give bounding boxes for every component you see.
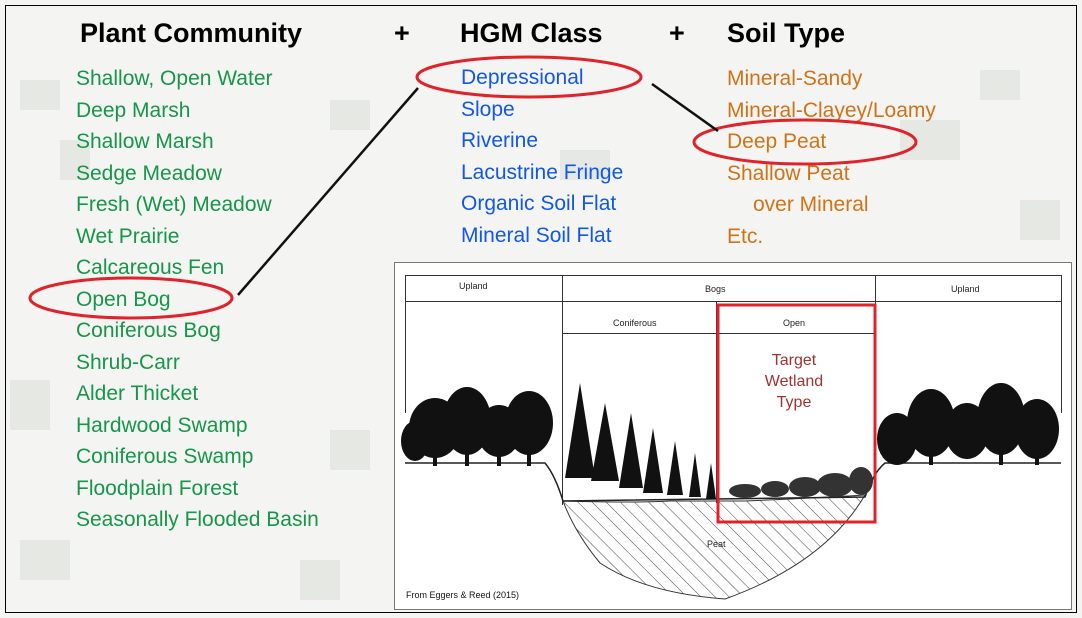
plus-sign: + (669, 18, 685, 48)
coniferous-label: Coniferous (613, 318, 657, 328)
list-item-highlighted: Deep Peat (727, 130, 827, 153)
connector-line (237, 87, 419, 296)
list-item: Slope (461, 97, 515, 121)
list-item: Shallow Marsh (76, 130, 214, 153)
target-label-line: Target (771, 352, 817, 369)
list-item-highlighted: Open Bog (76, 287, 171, 311)
shrub-cluster (729, 467, 873, 498)
upland-right-label: Upland (951, 284, 980, 294)
conifer-cluster (565, 383, 716, 499)
plus-sign: + (394, 18, 410, 48)
list-item: Sedge Meadow (76, 161, 222, 185)
plant-community-list: Shallow, Open Water Deep Marsh Shallow M… (76, 63, 319, 536)
target-highlight-box (716, 303, 877, 524)
bogs-label: Bogs (705, 284, 726, 294)
target-wetland-label: Target Wetland Type (736, 350, 852, 413)
list-item: Mineral Soil Flat (461, 223, 612, 247)
list-item: Deep Marsh (76, 98, 191, 122)
wetland-cross-section-figure: Upland Bogs Upland Coniferous Open Peat (394, 262, 1072, 610)
list-item: Mineral-Sandy (727, 67, 863, 90)
soil-type-list: Mineral-Sandy Mineral-Clayey/Loamy Deep … (727, 63, 936, 252)
connector-line (651, 82, 719, 133)
list-item: Etc. (727, 224, 764, 248)
header-soil-type: Soil Type (727, 18, 846, 48)
list-item: Hardwood Swamp (76, 413, 248, 437)
tree-cluster (401, 387, 553, 466)
list-item: Fresh (Wet) Meadow (76, 193, 272, 216)
target-label-line: Type (776, 394, 812, 411)
header-plant-community: Plant Community (80, 18, 303, 48)
upland-left-label: Upland (459, 281, 488, 291)
peat-label: Peat (707, 539, 726, 549)
list-item: Coniferous Swamp (76, 445, 254, 468)
figure-credit: From Eggers & Reed (2015) (406, 590, 520, 600)
list-item: Riverine (461, 129, 539, 152)
highlight-ellipse (28, 276, 234, 320)
highlight-ellipse (415, 55, 643, 99)
list-item: Calcareous Fen (76, 256, 225, 279)
list-item: Shrub-Carr (76, 350, 180, 374)
open-label: Open (783, 318, 806, 328)
list-item: Wet Prairie (76, 224, 180, 248)
hgm-class-list: Depressional Slope Riverine Lacustrine F… (461, 62, 623, 251)
list-item: Organic Soil Flat (461, 192, 617, 215)
list-item: Lacustrine Fringe (461, 160, 624, 184)
header-hgm-class: HGM Class (460, 18, 603, 48)
list-item-highlighted: Depressional (461, 66, 584, 89)
cross-section-diagram (401, 275, 1062, 600)
list-item: Mineral-Clayey/Loamy (727, 98, 936, 122)
list-item: Coniferous Bog (76, 319, 221, 342)
list-item: over Mineral (753, 193, 869, 216)
list-item: Alder Thicket (76, 382, 199, 405)
tree-cluster (877, 383, 1059, 465)
list-item: Floodplain Forest (76, 476, 239, 500)
list-item: Shallow, Open Water (76, 67, 273, 90)
target-label-line: Wetland (764, 373, 824, 390)
list-item: Shallow Peat (727, 161, 850, 185)
list-item: Seasonally Flooded Basin (76, 508, 319, 531)
highlight-ellipse (692, 118, 918, 166)
